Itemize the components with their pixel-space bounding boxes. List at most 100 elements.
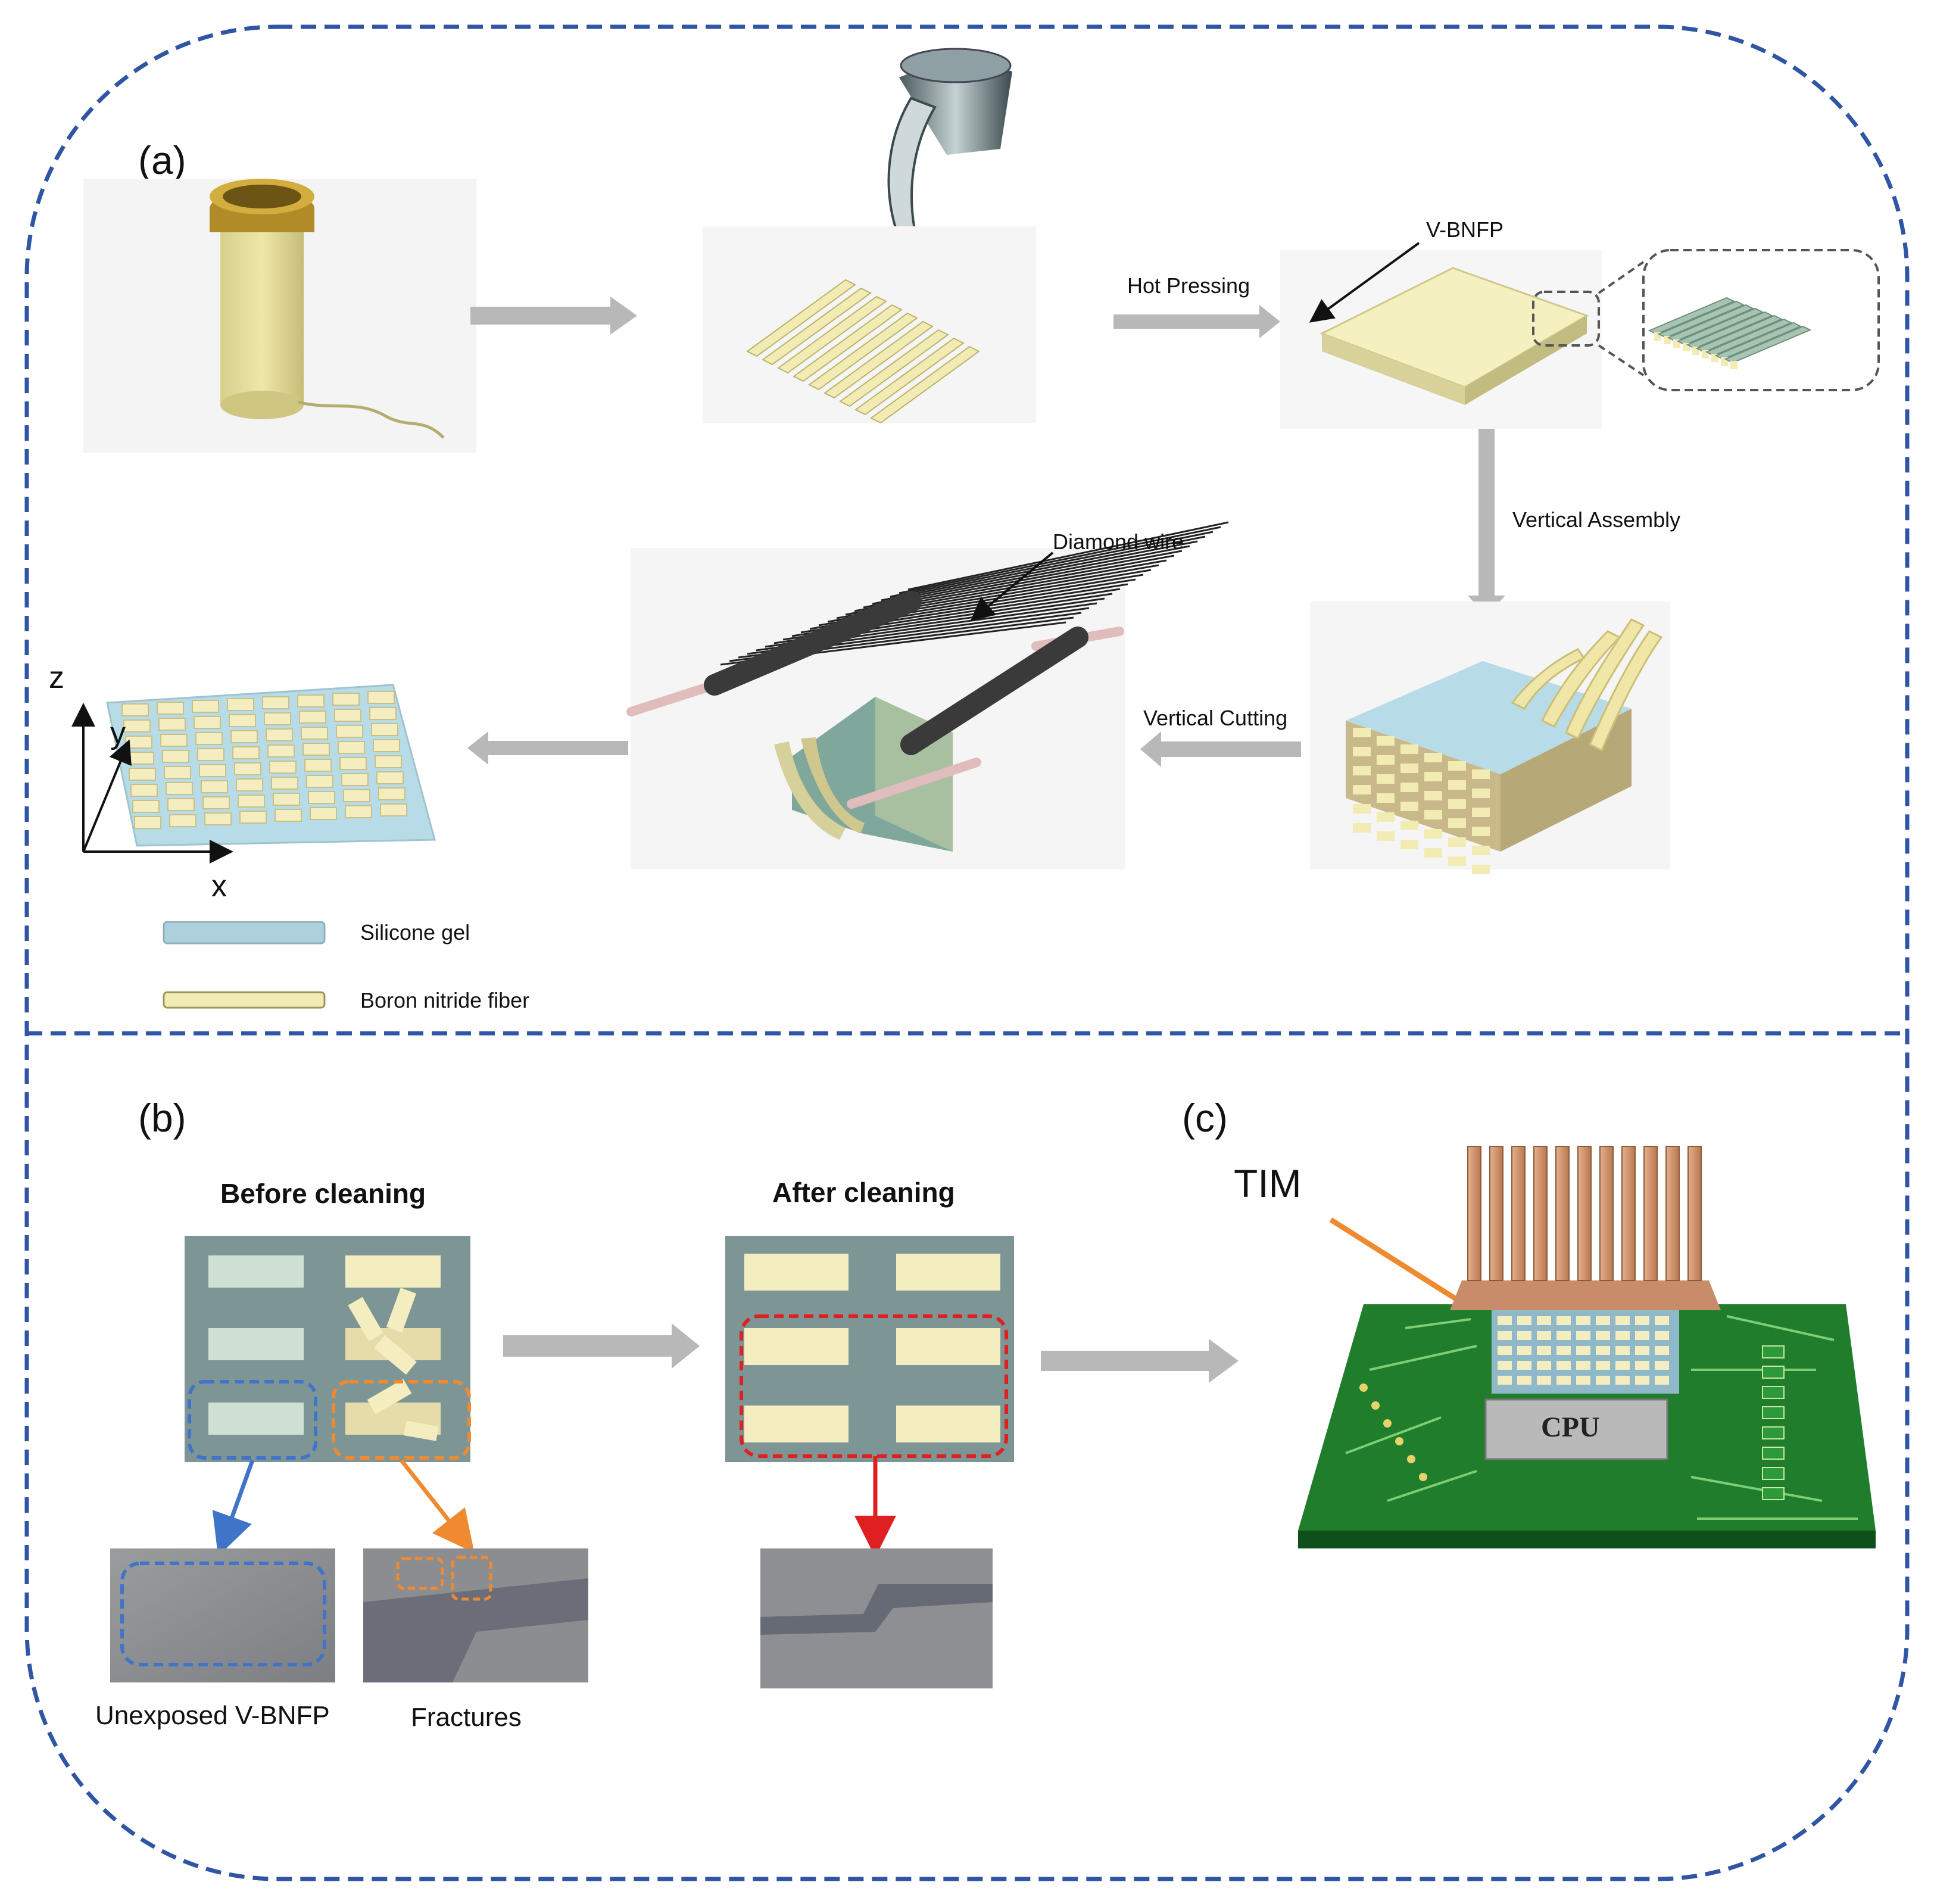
- tim-pillar: [1596, 1331, 1610, 1340]
- pillar: [157, 702, 184, 715]
- block-cell: [1448, 761, 1466, 771]
- tim-pillar: [1635, 1346, 1649, 1355]
- pcb-pad: [1407, 1455, 1415, 1463]
- pcb-component: [1762, 1447, 1785, 1460]
- fiber-rod: [839, 329, 949, 407]
- tim-pillar: [1498, 1361, 1512, 1370]
- pillar: [158, 718, 186, 731]
- block-cell: [1353, 766, 1371, 775]
- diamond-wire-strand: [890, 531, 1214, 598]
- axis-label-y: y: [110, 716, 126, 750]
- block-cell: [1448, 837, 1466, 847]
- pcb-trace: [1345, 1416, 1442, 1454]
- axis-label-x: x: [211, 869, 227, 903]
- diamond-wire-strand: [899, 526, 1221, 594]
- pillar: [238, 794, 265, 808]
- zoom-line: [1598, 261, 1645, 294]
- after-cleaning-sample: [725, 1236, 1014, 1462]
- arrow-right: [1041, 1339, 1239, 1383]
- pillar: [262, 696, 289, 709]
- micrograph-unexposed: [110, 1548, 335, 1682]
- pillar: [194, 716, 221, 729]
- tim-pillar: [1596, 1376, 1610, 1385]
- tim-pillar: [1517, 1376, 1531, 1385]
- tim-pillar: [1655, 1346, 1669, 1355]
- pillar: [227, 698, 254, 711]
- block-cell: [1472, 846, 1490, 855]
- pillar-array: [106, 684, 436, 847]
- pillar: [271, 777, 298, 790]
- pillar: [266, 728, 293, 741]
- tim-pillar: [1615, 1361, 1630, 1370]
- micrograph-fractures: [363, 1548, 588, 1682]
- pcb-pad: [1383, 1419, 1392, 1428]
- pillar: [164, 766, 191, 779]
- pillar: [264, 712, 291, 725]
- tim-pillar: [1537, 1346, 1551, 1355]
- pillar: [202, 796, 230, 809]
- pcb-pad: [1371, 1401, 1380, 1410]
- pillar: [304, 759, 332, 772]
- block-cell: [1377, 755, 1395, 765]
- pillar: [234, 762, 261, 775]
- block-cell: [1377, 831, 1395, 841]
- diamond-wire-strand: [872, 540, 1198, 605]
- pillar: [269, 761, 297, 774]
- pitcher: [887, 48, 1012, 243]
- tim-pillar: [1537, 1316, 1551, 1325]
- tim-pillar: [1556, 1376, 1571, 1385]
- v-bnfp-plate: [1280, 250, 1602, 429]
- tim-pillar: [1517, 1346, 1531, 1355]
- pcb-trace: [1405, 1318, 1471, 1329]
- tim-pillar: [1498, 1376, 1512, 1385]
- block-cell: [1400, 821, 1418, 830]
- tim-pillar: [1537, 1331, 1551, 1340]
- tim-pillar: [1635, 1361, 1649, 1370]
- pillar: [297, 694, 325, 708]
- block-cell: [1448, 799, 1466, 809]
- pillar: [123, 719, 151, 733]
- block-cell: [1400, 840, 1418, 849]
- heatsink-fin: [1577, 1146, 1592, 1281]
- legend-label-fiber: Boron nitride fiber: [360, 988, 529, 1012]
- block-cell: [1377, 793, 1395, 803]
- zoom-detail-fibers: [1648, 297, 1812, 369]
- tim-pillar: [1556, 1346, 1571, 1355]
- arrow-right: [470, 297, 637, 335]
- pcb-pad: [1395, 1437, 1403, 1445]
- pillar: [195, 732, 223, 745]
- pillar: [204, 812, 232, 825]
- diamond-wire-strand: [907, 521, 1229, 591]
- pillar: [232, 746, 260, 759]
- block-cell: [1448, 780, 1466, 790]
- pillar: [274, 809, 302, 822]
- zoom-detail-box: [1642, 249, 1880, 391]
- heatsink-fin: [1599, 1146, 1614, 1281]
- pointer-line: [1309, 242, 1420, 323]
- tim-pillar: [1615, 1376, 1630, 1385]
- block-cell: [1472, 808, 1490, 817]
- zoom-source-box: [1532, 291, 1600, 347]
- pcb-trace: [1726, 1315, 1835, 1341]
- tim-pillar: [1576, 1331, 1590, 1340]
- pillar: [334, 709, 361, 722]
- tim-pillar: [1576, 1361, 1590, 1370]
- pillar: [308, 791, 335, 804]
- fiber-rod: [746, 279, 856, 357]
- block-cell: [1448, 818, 1466, 828]
- pillar: [134, 816, 161, 829]
- block-cell: [1377, 812, 1395, 822]
- pcb-pad: [1419, 1473, 1427, 1481]
- pcb-component: [1762, 1345, 1785, 1358]
- pillar: [373, 739, 400, 752]
- pointer-line: [970, 551, 1054, 621]
- block-cell: [1353, 747, 1371, 756]
- aligned-fibers: [703, 226, 1036, 424]
- pillar: [167, 798, 195, 811]
- pillar: [125, 736, 152, 749]
- stacked-block: [1310, 602, 1670, 874]
- tim-pillar: [1498, 1331, 1512, 1340]
- caption-unexposed: Unexposed V-BNFP: [95, 1701, 330, 1730]
- block-cell: [1424, 848, 1442, 858]
- tim-pillar: [1576, 1316, 1590, 1325]
